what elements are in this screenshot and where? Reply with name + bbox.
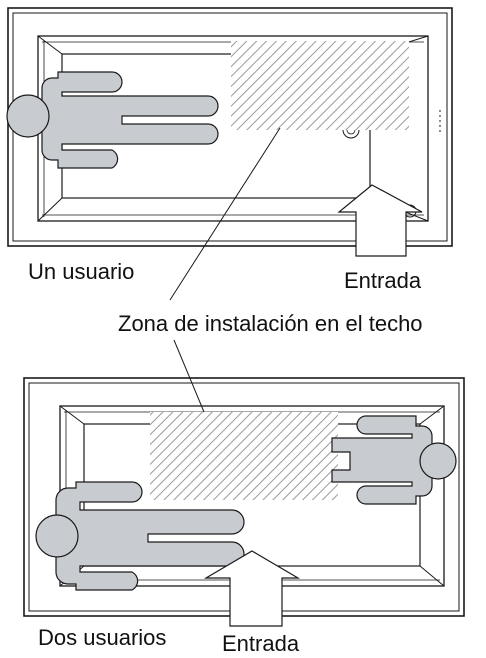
entry-arrow-icon-bottom <box>203 550 301 627</box>
entry-arrow-icon-top <box>337 184 423 257</box>
person-silhouette-icon <box>35 481 245 591</box>
single-user-label: Un usuario <box>28 259 135 284</box>
ceiling-zone-hatch-top <box>231 41 409 130</box>
ceiling-zone-label: Zona de instalación en el techo <box>118 311 423 336</box>
person-silhouette-icon <box>331 415 457 505</box>
two-users-label: Dos usuarios <box>38 625 167 650</box>
entry-label-top: Entrada <box>344 268 422 293</box>
leader-line-top <box>169 127 281 301</box>
leader-line-bottom <box>173 339 205 413</box>
entry-label-bottom: Entrada <box>222 631 300 656</box>
ceiling-zone-hatch-bottom <box>150 412 338 500</box>
person-silhouette-icon <box>6 71 219 169</box>
